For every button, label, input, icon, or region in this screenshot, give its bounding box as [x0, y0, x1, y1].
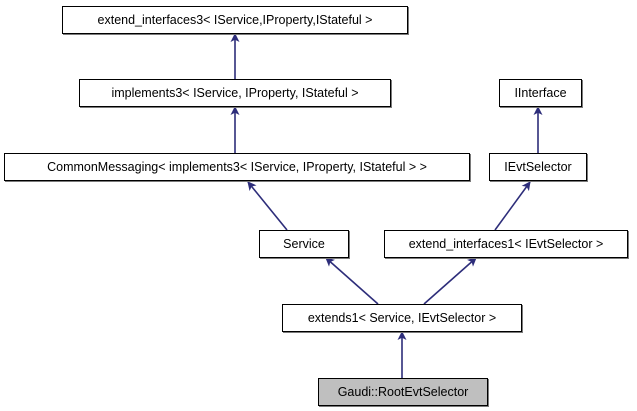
class-node-extends1[interactable]: extends1< Service, IEvtSelector >: [282, 304, 522, 332]
class-node-implements3[interactable]: implements3< IService, IProperty, IState…: [79, 79, 391, 107]
inheritance-arrow-extend_interfaces1-to-ievtselector: [494, 181, 531, 231]
class-node-label: extends1< Service, IEvtSelector >: [307, 310, 497, 325]
class-node-label: implements3< IService, IProperty, IState…: [111, 85, 359, 100]
class-node-label: Gaudi::RootEvtSelector: [337, 384, 469, 399]
inheritance-arrow-extends1-to-service: [325, 257, 379, 305]
class-node-label: IInterface: [514, 85, 567, 100]
class-node-label: CommonMessaging< implements3< IService, …: [47, 159, 427, 174]
class-node-common_messaging[interactable]: CommonMessaging< implements3< IService, …: [4, 153, 470, 181]
class-node-extend_interfaces1[interactable]: extend_interfaces1< IEvtSelector >: [384, 230, 628, 258]
class-node-label: extend_interfaces3< IService,IProperty,I…: [97, 12, 373, 27]
class-node-extend_interfaces3[interactable]: extend_interfaces3< IService,IProperty,I…: [62, 6, 408, 34]
class-node-label: Service: [283, 236, 325, 251]
class-node-label: extend_interfaces1< IEvtSelector >: [408, 236, 604, 251]
inheritance-arrow-extends1-to-extend_interfaces1: [423, 257, 477, 305]
class-node-ievtselector[interactable]: IEvtSelector: [489, 153, 587, 181]
class-node-service[interactable]: Service: [259, 230, 349, 258]
inheritance-arrow-service-to-common_messaging: [247, 181, 288, 231]
class-node-iinterface[interactable]: IInterface: [499, 79, 582, 107]
class-node-label: IEvtSelector: [504, 159, 572, 174]
class-node-gaudi_rootevtselector[interactable]: Gaudi::RootEvtSelector: [318, 378, 488, 406]
